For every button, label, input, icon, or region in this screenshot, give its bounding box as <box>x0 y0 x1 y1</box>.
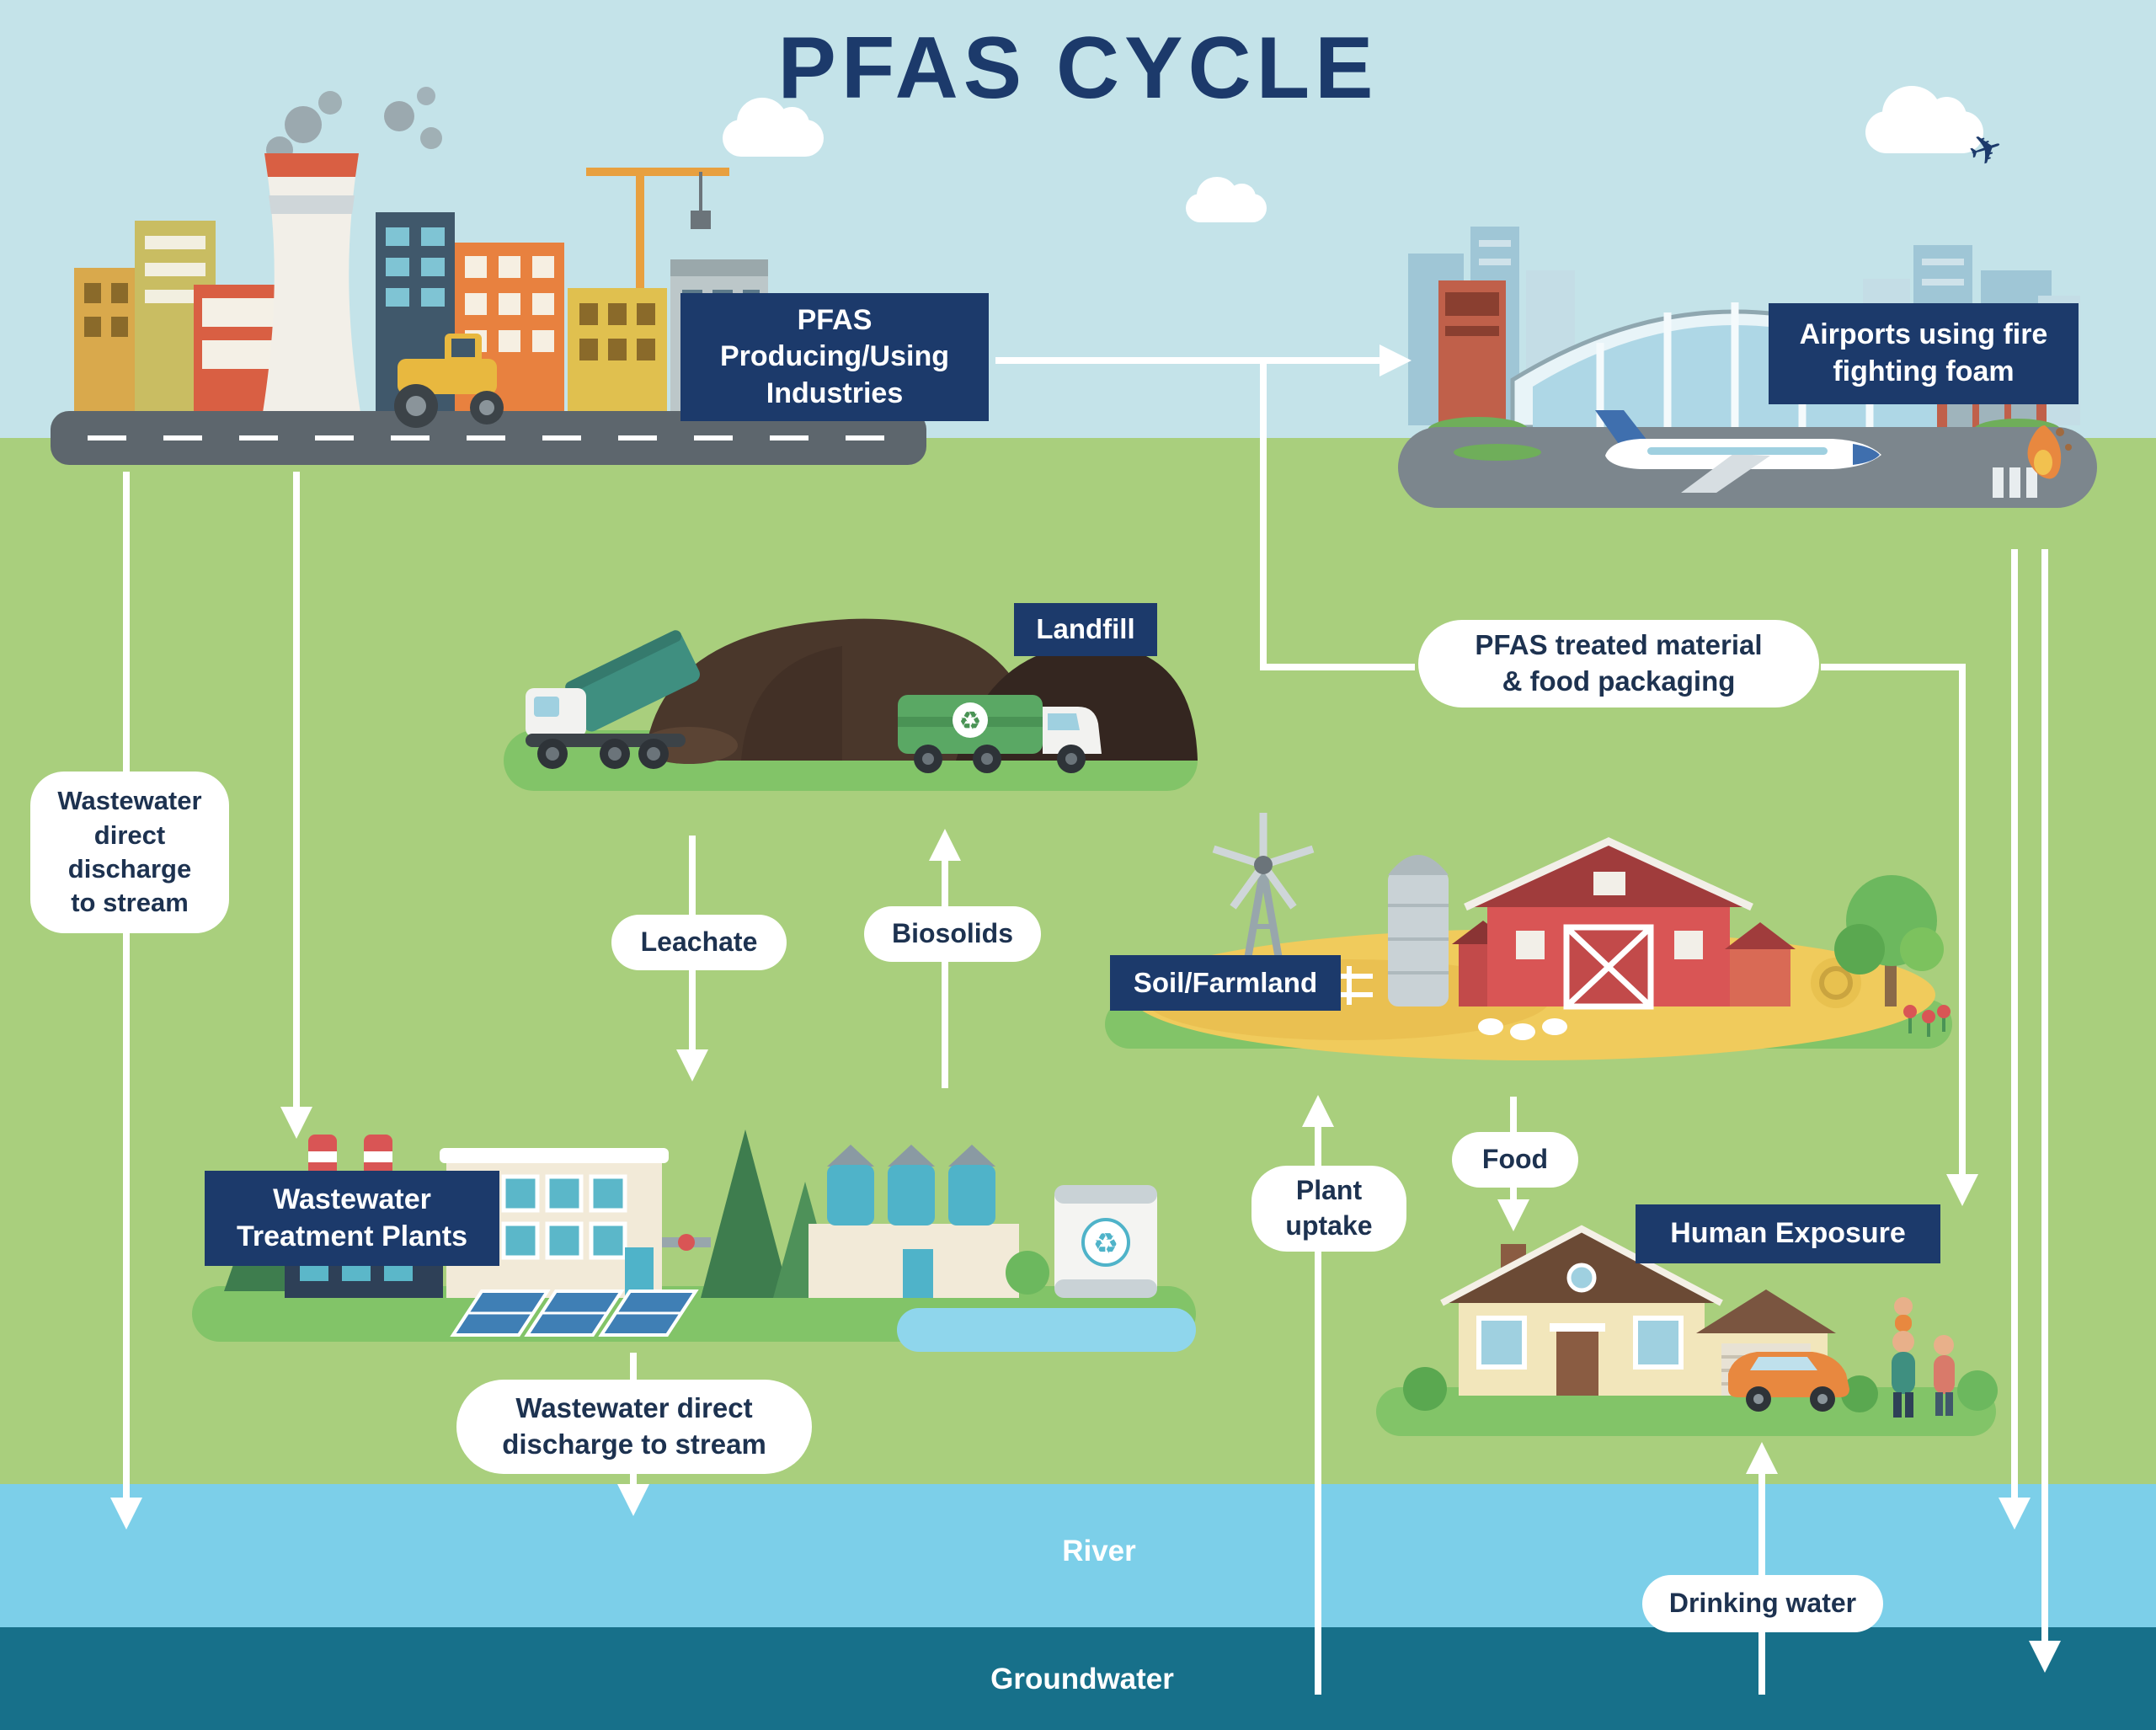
house <box>1440 1225 1723 1396</box>
geese <box>1478 1018 1567 1040</box>
digester-tanks <box>827 1145 995 1225</box>
industries-label: PFAS Producing/Using Industries <box>680 293 989 421</box>
treatment-plant-label: Wastewater Treatment Plants <box>205 1171 499 1266</box>
wastewater-to-stream-label: Wastewater direct discharge to stream <box>456 1380 812 1474</box>
airport-label: Airports using fire fighting foam <box>1769 303 2079 404</box>
recycle-icon: ♻ <box>959 707 982 735</box>
farmland-label: Soil/Farmland <box>1110 955 1341 1011</box>
steam-roller <box>394 334 504 428</box>
groundwater-band <box>0 1627 2156 1730</box>
biosolids-label: Biosolids <box>864 906 1041 962</box>
people <box>1892 1297 1955 1418</box>
barn <box>1452 837 1796 1010</box>
wastewater-left-label: Wastewater direct discharge to stream <box>30 772 229 933</box>
page-title: PFAS CYCLE <box>777 19 1379 117</box>
airplane <box>1595 410 1881 493</box>
solar-panels <box>450 1289 699 1337</box>
dump-truck <box>526 630 700 769</box>
digester-building <box>808 1145 1019 1298</box>
human-exposure-label: Human Exposure <box>1636 1204 1940 1263</box>
garbage-truck: ♻ <box>898 695 1102 773</box>
landfill-label: Landfill <box>1014 603 1157 656</box>
plant-uptake-label: Plant uptake <box>1251 1166 1406 1252</box>
cloud <box>1186 176 1267 222</box>
drinking-water-label: Drinking water <box>1642 1575 1883 1632</box>
food-label: Food <box>1452 1132 1578 1188</box>
crane-icon <box>586 168 729 296</box>
car <box>1728 1352 1849 1412</box>
cloud <box>723 97 824 157</box>
treatment-plant-illustration: ♻ <box>192 1129 1196 1352</box>
river-label: River <box>1062 1535 1136 1567</box>
treated-material-label: PFAS treated material & food packaging <box>1418 620 1819 707</box>
silo <box>1388 855 1449 1006</box>
leachate-label: Leachate <box>611 915 787 970</box>
pond <box>897 1308 1196 1352</box>
storage-tank: ♻ <box>1054 1185 1157 1298</box>
landfill-illustration: ♻ <box>504 618 1198 791</box>
farmland-illustration <box>1105 813 1952 1060</box>
human-exposure-illustration <box>1376 1225 1998 1436</box>
cloud <box>1865 86 1983 153</box>
fire-icon <box>2027 425 2072 479</box>
groundwater-label: Groundwater <box>990 1663 1174 1695</box>
recycle-icon: ♻ <box>1093 1228 1118 1260</box>
cooling-tower <box>263 153 360 413</box>
